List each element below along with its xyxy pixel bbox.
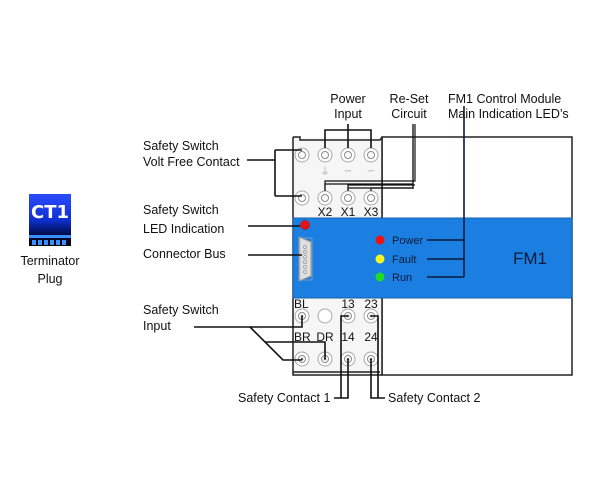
- led-callout-wire: [427, 106, 465, 278]
- terminal-earth[interactable]: [317, 147, 333, 163]
- callout-fm1-leds-line2: Main Indication LED’s: [448, 107, 569, 121]
- terminal-label-dr: DR: [316, 330, 334, 344]
- callout-power-input-line2: Input: [334, 107, 362, 121]
- terminal-vfc-top[interactable]: [294, 147, 310, 163]
- plug-caption-line1: Terminator: [20, 254, 79, 268]
- volt-free-contact-wire: [247, 149, 302, 197]
- led-power: Power: [375, 235, 424, 247]
- callout-led-indication-line2: LED Indication: [143, 222, 224, 236]
- terminal-supply-2[interactable]: [363, 147, 379, 163]
- terminal-label-23: 23: [364, 297, 378, 311]
- ac-symbol-icon: ∽: [344, 166, 352, 177]
- fm1-module[interactable]: FM1 Power Fault Run: [292, 106, 573, 376]
- safety-contact-2-wire: [370, 315, 385, 399]
- callout-fm1-leds-line1: FM1 Control Module: [448, 92, 561, 106]
- terminal-label-14: 14: [341, 330, 355, 344]
- led-label-run: Run: [392, 272, 412, 284]
- power-input-wire: [324, 124, 372, 148]
- terminal-label-x3: X3: [364, 205, 379, 219]
- terminal-x1[interactable]: [340, 190, 356, 206]
- reset-wire-x1: [347, 184, 415, 191]
- safety-switch-led: [300, 220, 310, 230]
- switch-input-wire: [194, 316, 326, 361]
- terminal-label-13: 13: [341, 297, 355, 311]
- terminal-label-x1: X1: [341, 205, 356, 219]
- callout-vfc-line2: Volt Free Contact: [143, 155, 240, 169]
- plug-caption-line2: Plug: [37, 272, 62, 286]
- reset-wire-x3: [370, 187, 413, 191]
- power-led-icon: [375, 235, 385, 245]
- run-led-icon: [375, 272, 385, 282]
- terminal-label-br: BR: [294, 330, 311, 344]
- terminal-label-x2: X2: [318, 205, 333, 219]
- module-band: [292, 217, 573, 299]
- safety-contact-1-wire: [334, 315, 349, 399]
- led-label-fault: Fault: [392, 254, 416, 266]
- terminal-br[interactable]: [294, 351, 310, 367]
- terminator-plug[interactable]: CT1 Terminator Plug: [20, 194, 80, 286]
- terminal-supply-1[interactable]: [340, 147, 356, 163]
- fault-led-icon: [375, 254, 385, 264]
- callout-reset-line2: Circuit: [391, 107, 427, 121]
- plug-stripe: [29, 235, 71, 238]
- callout-reset-line1: Re-Set: [390, 92, 429, 106]
- module-name: FM1: [513, 249, 547, 268]
- plug-pins: [32, 240, 66, 245]
- callout-safety-contact-2: Safety Contact 2: [388, 391, 480, 405]
- terminal-vfc-bottom[interactable]: [294, 190, 310, 206]
- callout-switch-input-line2: Input: [143, 319, 171, 333]
- led-fault: Fault: [375, 254, 416, 266]
- connector-bus[interactable]: [298, 236, 313, 282]
- callout-connector-bus: Connector Bus: [143, 247, 226, 261]
- callout-safety-contact-1: Safety Contact 1: [238, 391, 330, 405]
- earth-symbol-icon: ⏚: [320, 166, 330, 178]
- ac-symbol-icon: ∽: [367, 166, 375, 177]
- terminal-x3[interactable]: [363, 190, 379, 206]
- terminal-x2[interactable]: [317, 190, 333, 206]
- callout-switch-input-line1: Safety Switch: [143, 303, 219, 317]
- callout-vfc-line1: Safety Switch: [143, 139, 219, 153]
- callout-led-indication-line1: Safety Switch: [143, 203, 219, 217]
- terminal-label-24: 24: [364, 330, 378, 344]
- plug-code: CT1: [31, 202, 69, 223]
- led-label-power: Power: [392, 235, 424, 247]
- reset-wire-x2: [324, 124, 416, 191]
- terminal-label-bl: BL: [294, 297, 309, 311]
- terminal-blank: [317, 308, 333, 324]
- callout-power-input-line1: Power: [330, 92, 365, 106]
- led-run: Run: [375, 272, 412, 284]
